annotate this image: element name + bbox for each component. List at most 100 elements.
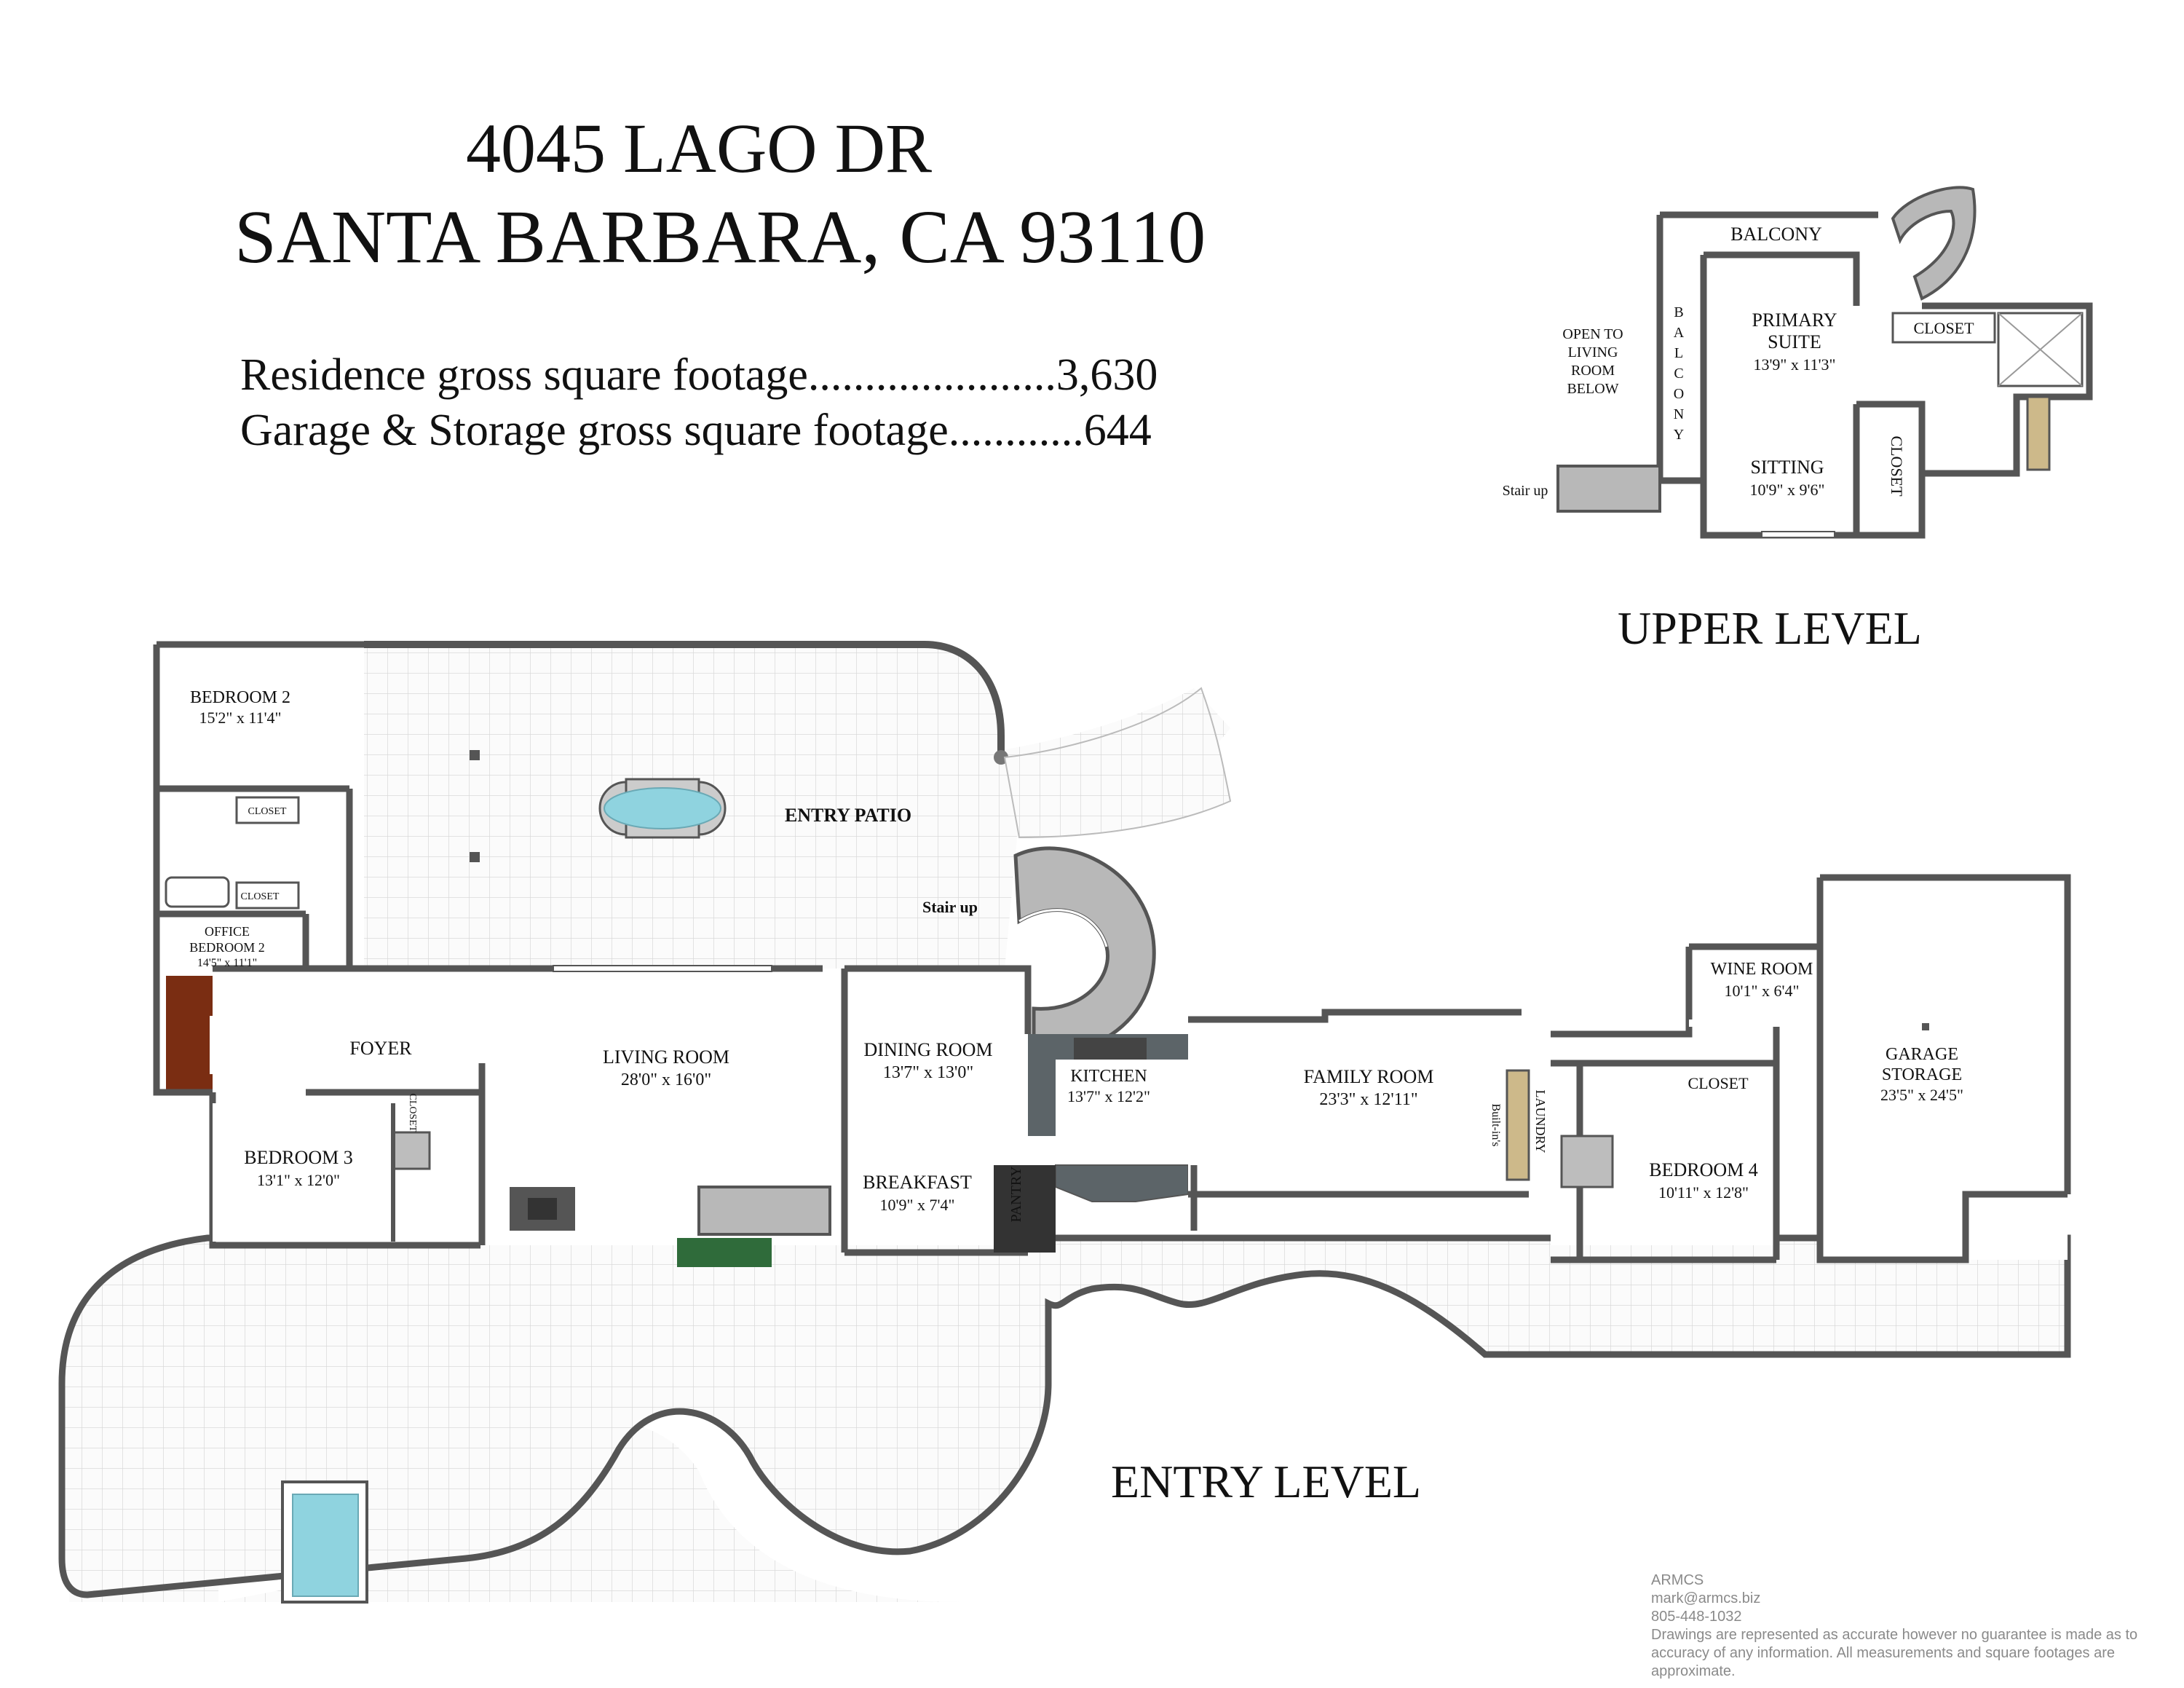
label-breakfast-dim: 10'9" x 7'4" bbox=[880, 1196, 955, 1214]
credit-email: mark@armcs.biz bbox=[1651, 1590, 1761, 1606]
label-upper-closet-a: CLOSET bbox=[1913, 319, 1974, 337]
upper-window bbox=[1761, 531, 1835, 538]
vanity bbox=[2026, 395, 2051, 471]
planter bbox=[677, 1238, 772, 1267]
label-closet2: CLOSET bbox=[241, 891, 280, 902]
label-bedroom4-dim: 10'11" x 12'8" bbox=[1658, 1183, 1749, 1202]
spiral-stair bbox=[1013, 846, 1156, 1058]
walkway bbox=[1003, 687, 1232, 839]
kitchen-counter bbox=[1028, 1034, 1188, 1136]
label-primary-1: PRIMARY bbox=[1752, 309, 1837, 331]
label-balcony-side-2: A bbox=[1674, 325, 1685, 341]
label-laundry: LAUNDRY bbox=[1533, 1089, 1548, 1153]
fireplace-opening bbox=[528, 1198, 557, 1220]
upper-closet bbox=[1891, 312, 1996, 344]
closet-box bbox=[235, 881, 300, 910]
credit-company: ARMCS bbox=[1651, 1572, 1704, 1588]
patio-fountain bbox=[598, 778, 727, 839]
credit-disclaimer: Drawings are represented as accurate how… bbox=[1651, 1627, 2138, 1679]
label-foyer: FOYER bbox=[349, 1038, 412, 1059]
label-garage-sub: STORAGE bbox=[1882, 1065, 1962, 1084]
office-desk bbox=[166, 976, 306, 1092]
label-office-dim: 14'5" x 11'1" bbox=[197, 957, 257, 969]
label-kitchen: KITCHEN bbox=[1070, 1067, 1147, 1086]
living-window bbox=[553, 965, 772, 972]
label-bedroom2-dim: 15'2" x 11'4" bbox=[199, 709, 281, 727]
label-living-dim: 28'0" x 16'0" bbox=[621, 1070, 711, 1089]
label-garage-dim: 23'5" x 24'5" bbox=[1880, 1086, 1963, 1104]
label-closet1: CLOSET bbox=[248, 806, 287, 817]
label-bedroom2: BEDROOM 2 bbox=[190, 688, 290, 707]
label-balcony-side-6: N bbox=[1674, 406, 1684, 422]
label-pantry: PANTRY bbox=[1008, 1166, 1024, 1222]
label-family: FAMILY ROOM bbox=[1304, 1066, 1434, 1087]
garage-sqft: Garage & Storage gross square footage...… bbox=[240, 406, 1152, 455]
shower bbox=[1560, 1135, 1614, 1188]
builtins bbox=[1506, 1069, 1530, 1181]
label-dining-dim: 13'7" x 13'0" bbox=[883, 1063, 973, 1082]
kitchen-island bbox=[1055, 1164, 1189, 1202]
credit-phone: 805-448-1032 bbox=[1651, 1609, 1742, 1625]
entry-patio-floor bbox=[364, 644, 1230, 969]
left-wing-walls bbox=[153, 641, 364, 1096]
label-garage: GARAGE bbox=[1886, 1045, 1958, 1064]
label-dining: DINING ROOM bbox=[864, 1039, 993, 1060]
residence-sqft: Residence gross square footage..........… bbox=[240, 350, 1158, 400]
garage-post bbox=[1922, 1023, 1929, 1030]
label-open-to-3: ROOM bbox=[1571, 363, 1615, 379]
label-closet-b4: CLOSET bbox=[1688, 1074, 1749, 1092]
stair-run bbox=[697, 1186, 831, 1236]
label-bedroom3-dim: 13'1" x 12'0" bbox=[257, 1171, 340, 1189]
label-primary-dim: 13'9" x 11'3" bbox=[1753, 355, 1835, 374]
closet-box bbox=[235, 796, 300, 824]
entry-patio-wall bbox=[364, 641, 1005, 754]
label-upper-stair: Stair up bbox=[1503, 483, 1548, 499]
label-bedroom4: BEDROOM 4 bbox=[1649, 1159, 1758, 1180]
label-closet-b3: CLOSET bbox=[407, 1094, 418, 1132]
label-primary-2: SUITE bbox=[1768, 331, 1821, 352]
main-walls bbox=[209, 965, 1032, 1256]
upper-spiral bbox=[1891, 186, 1977, 301]
credit-block: ARMCS mark@armcs.biz 805-448-1032 Drawin… bbox=[1651, 1571, 2175, 1681]
entry-labels: BEDROOM 2 15'2" x 11'4" CLOSET CLOSET OF… bbox=[189, 688, 1963, 1223]
label-balcony-side-3: L bbox=[1674, 345, 1683, 361]
bath-tub bbox=[165, 876, 230, 908]
bedroom3-shower bbox=[392, 1131, 431, 1170]
family-floor bbox=[1188, 1019, 1516, 1194]
upper-stair bbox=[1556, 465, 1661, 513]
pantry-unit bbox=[994, 1165, 1056, 1253]
label-balcony-side-1: B bbox=[1674, 304, 1683, 320]
label-sitting-dim: 10'9" x 9'6" bbox=[1750, 481, 1825, 499]
upper-labels: BALCONY OPEN TO LIVING ROOM BELOW B A L … bbox=[1503, 224, 1975, 499]
bedroom2-floor bbox=[157, 644, 364, 789]
label-open-to-4: BELOW bbox=[1567, 381, 1618, 397]
label-stair-up: Stair up bbox=[922, 898, 978, 916]
label-upper-closet-b: CLOSET bbox=[1888, 435, 1906, 497]
patio-pillar bbox=[470, 852, 480, 862]
address-line-2: SANTA BARBARA, CA 93110 bbox=[234, 195, 1206, 279]
label-wine-dim: 10'1" x 6'4" bbox=[1725, 982, 1800, 1000]
family-walls bbox=[1188, 1009, 1529, 1231]
label-office-sub: BEDROOM 2 bbox=[189, 940, 265, 955]
address-line-1: 4045 LAGO DR bbox=[466, 109, 932, 187]
label-sitting: SITTING bbox=[1750, 457, 1824, 478]
label-balcony-side-5: O bbox=[1674, 386, 1684, 402]
label-open-to-2: LIVING bbox=[1568, 344, 1618, 360]
label-entry-patio: ENTRY PATIO bbox=[785, 805, 911, 826]
garage-walls bbox=[1816, 874, 2071, 1263]
label-balcony: BALCONY bbox=[1730, 224, 1822, 245]
lower-terrace-floor bbox=[58, 1234, 2071, 1598]
label-kitchen-dim: 13'7" x 12'2" bbox=[1067, 1087, 1150, 1105]
upper-level-title: UPPER LEVEL bbox=[1618, 602, 1922, 654]
label-wine: WINE ROOM bbox=[1711, 960, 1813, 979]
label-family-dim: 23'3" x 12'11" bbox=[1319, 1090, 1417, 1109]
wine-floor bbox=[1689, 947, 1820, 1027]
label-open-to-1: OPEN TO bbox=[1562, 326, 1623, 342]
label-bedroom3: BEDROOM 3 bbox=[244, 1147, 353, 1168]
patio-pillar bbox=[470, 750, 480, 760]
label-balcony-side-4: C bbox=[1674, 366, 1683, 382]
label-balcony-side-7: Y bbox=[1674, 427, 1684, 443]
bedroom3-floor bbox=[213, 1103, 467, 1242]
range bbox=[1074, 1038, 1147, 1060]
